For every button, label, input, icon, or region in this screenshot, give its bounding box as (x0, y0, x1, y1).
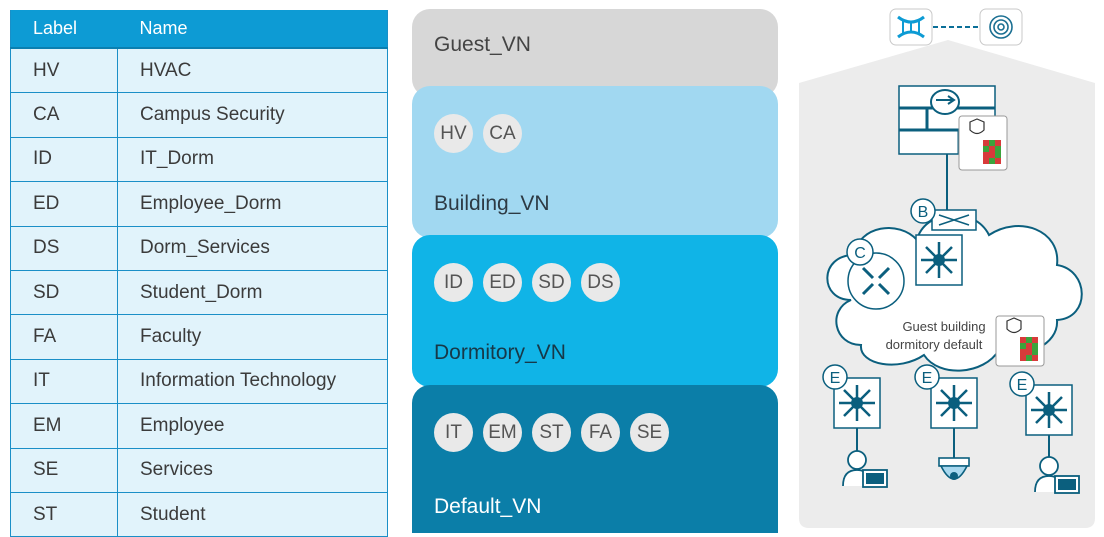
security-camera-icon (938, 457, 970, 480)
node-c-label: C (854, 245, 866, 262)
sgt-pill: CA (483, 114, 522, 153)
row-name: Faculty (117, 314, 388, 360)
vn-dormitory-block: ID ED SD DS Dormitory_VN (412, 235, 778, 387)
row-label: HV (10, 48, 118, 94)
cloud-label-line2: dormitory default (886, 337, 983, 352)
edge-switch-icon: E (822, 364, 881, 429)
vn-building-pills: HV CA (434, 114, 522, 153)
row-label: FA (10, 314, 118, 360)
vn-dormitory-pills: ID ED SD DS (434, 263, 620, 302)
policy-matrix-icon (995, 315, 1045, 367)
row-name: Information Technology (117, 359, 388, 405)
vn-default-block: IT EM ST FA SE Default_VN (412, 385, 778, 533)
fingerprint-identity-icon (979, 8, 1023, 46)
row-name: Campus Security (117, 92, 388, 138)
row-label: SE (10, 448, 118, 493)
sgt-pill: DS (581, 263, 620, 302)
row-name: Student (117, 492, 388, 537)
row-name: IT_Dorm (117, 137, 388, 183)
row-label: IT (10, 359, 118, 405)
edge-switch-icon: E (914, 364, 978, 429)
node-b-label: B (918, 204, 929, 221)
node-e-label: E (830, 370, 841, 387)
vn-building-block: HV CA Building_VN (412, 86, 778, 238)
vn-guest-label: Guest_VN (434, 33, 531, 56)
row-name: HVAC (117, 48, 388, 94)
firewall-icon (898, 85, 996, 155)
row-name: Services (117, 448, 388, 493)
sgt-pill: EM (483, 413, 522, 452)
dna-center-icon (889, 8, 933, 46)
row-name: Employee (117, 403, 388, 449)
user-workstation-icon (1034, 456, 1080, 494)
sgt-pill: ID (434, 263, 473, 302)
edge-switch-icon: E (1009, 371, 1073, 436)
sgt-pill: ST (532, 413, 571, 452)
table-header-row: Label Name (10, 10, 388, 48)
column-header-name: Name (117, 10, 388, 48)
border-node-icon: B (910, 198, 977, 231)
sgt-pill: ED (483, 263, 522, 302)
row-label: CA (10, 92, 118, 138)
row-label: ED (10, 181, 118, 227)
node-e-label: E (1017, 377, 1028, 394)
row-label: SD (10, 270, 118, 316)
row-name: Employee_Dorm (117, 181, 388, 227)
sgt-pill: HV (434, 114, 473, 153)
cloud-label-line1: Guest building (902, 319, 985, 334)
column-header-label: Label (10, 10, 118, 48)
vn-dormitory-label: Dormitory_VN (434, 341, 566, 364)
row-name: Student_Dorm (117, 270, 388, 316)
vn-building-label: Building_VN (434, 192, 550, 215)
row-label: ID (10, 137, 118, 183)
row-label: DS (10, 226, 118, 271)
sgt-pill: IT (434, 413, 473, 452)
sgt-pill: SD (532, 263, 571, 302)
row-label: ST (10, 492, 118, 537)
row-label: EM (10, 403, 118, 449)
control-plane-router-icon: C (846, 238, 905, 310)
network-topology-diagram: Guest building dormitory default B C E (799, 8, 1095, 528)
sgt-pill: SE (630, 413, 669, 452)
vn-guest-block: Guest_VN (412, 9, 778, 97)
sgt-pill: FA (581, 413, 620, 452)
vn-default-label: Default_VN (434, 495, 542, 518)
node-e-label: E (922, 370, 933, 387)
policy-matrix-icon (958, 115, 1008, 171)
core-switch-icon (915, 234, 963, 286)
row-name: Dorm_Services (117, 226, 388, 271)
user-workstation-icon (842, 450, 888, 488)
vn-default-pills: IT EM ST FA SE (434, 413, 669, 452)
